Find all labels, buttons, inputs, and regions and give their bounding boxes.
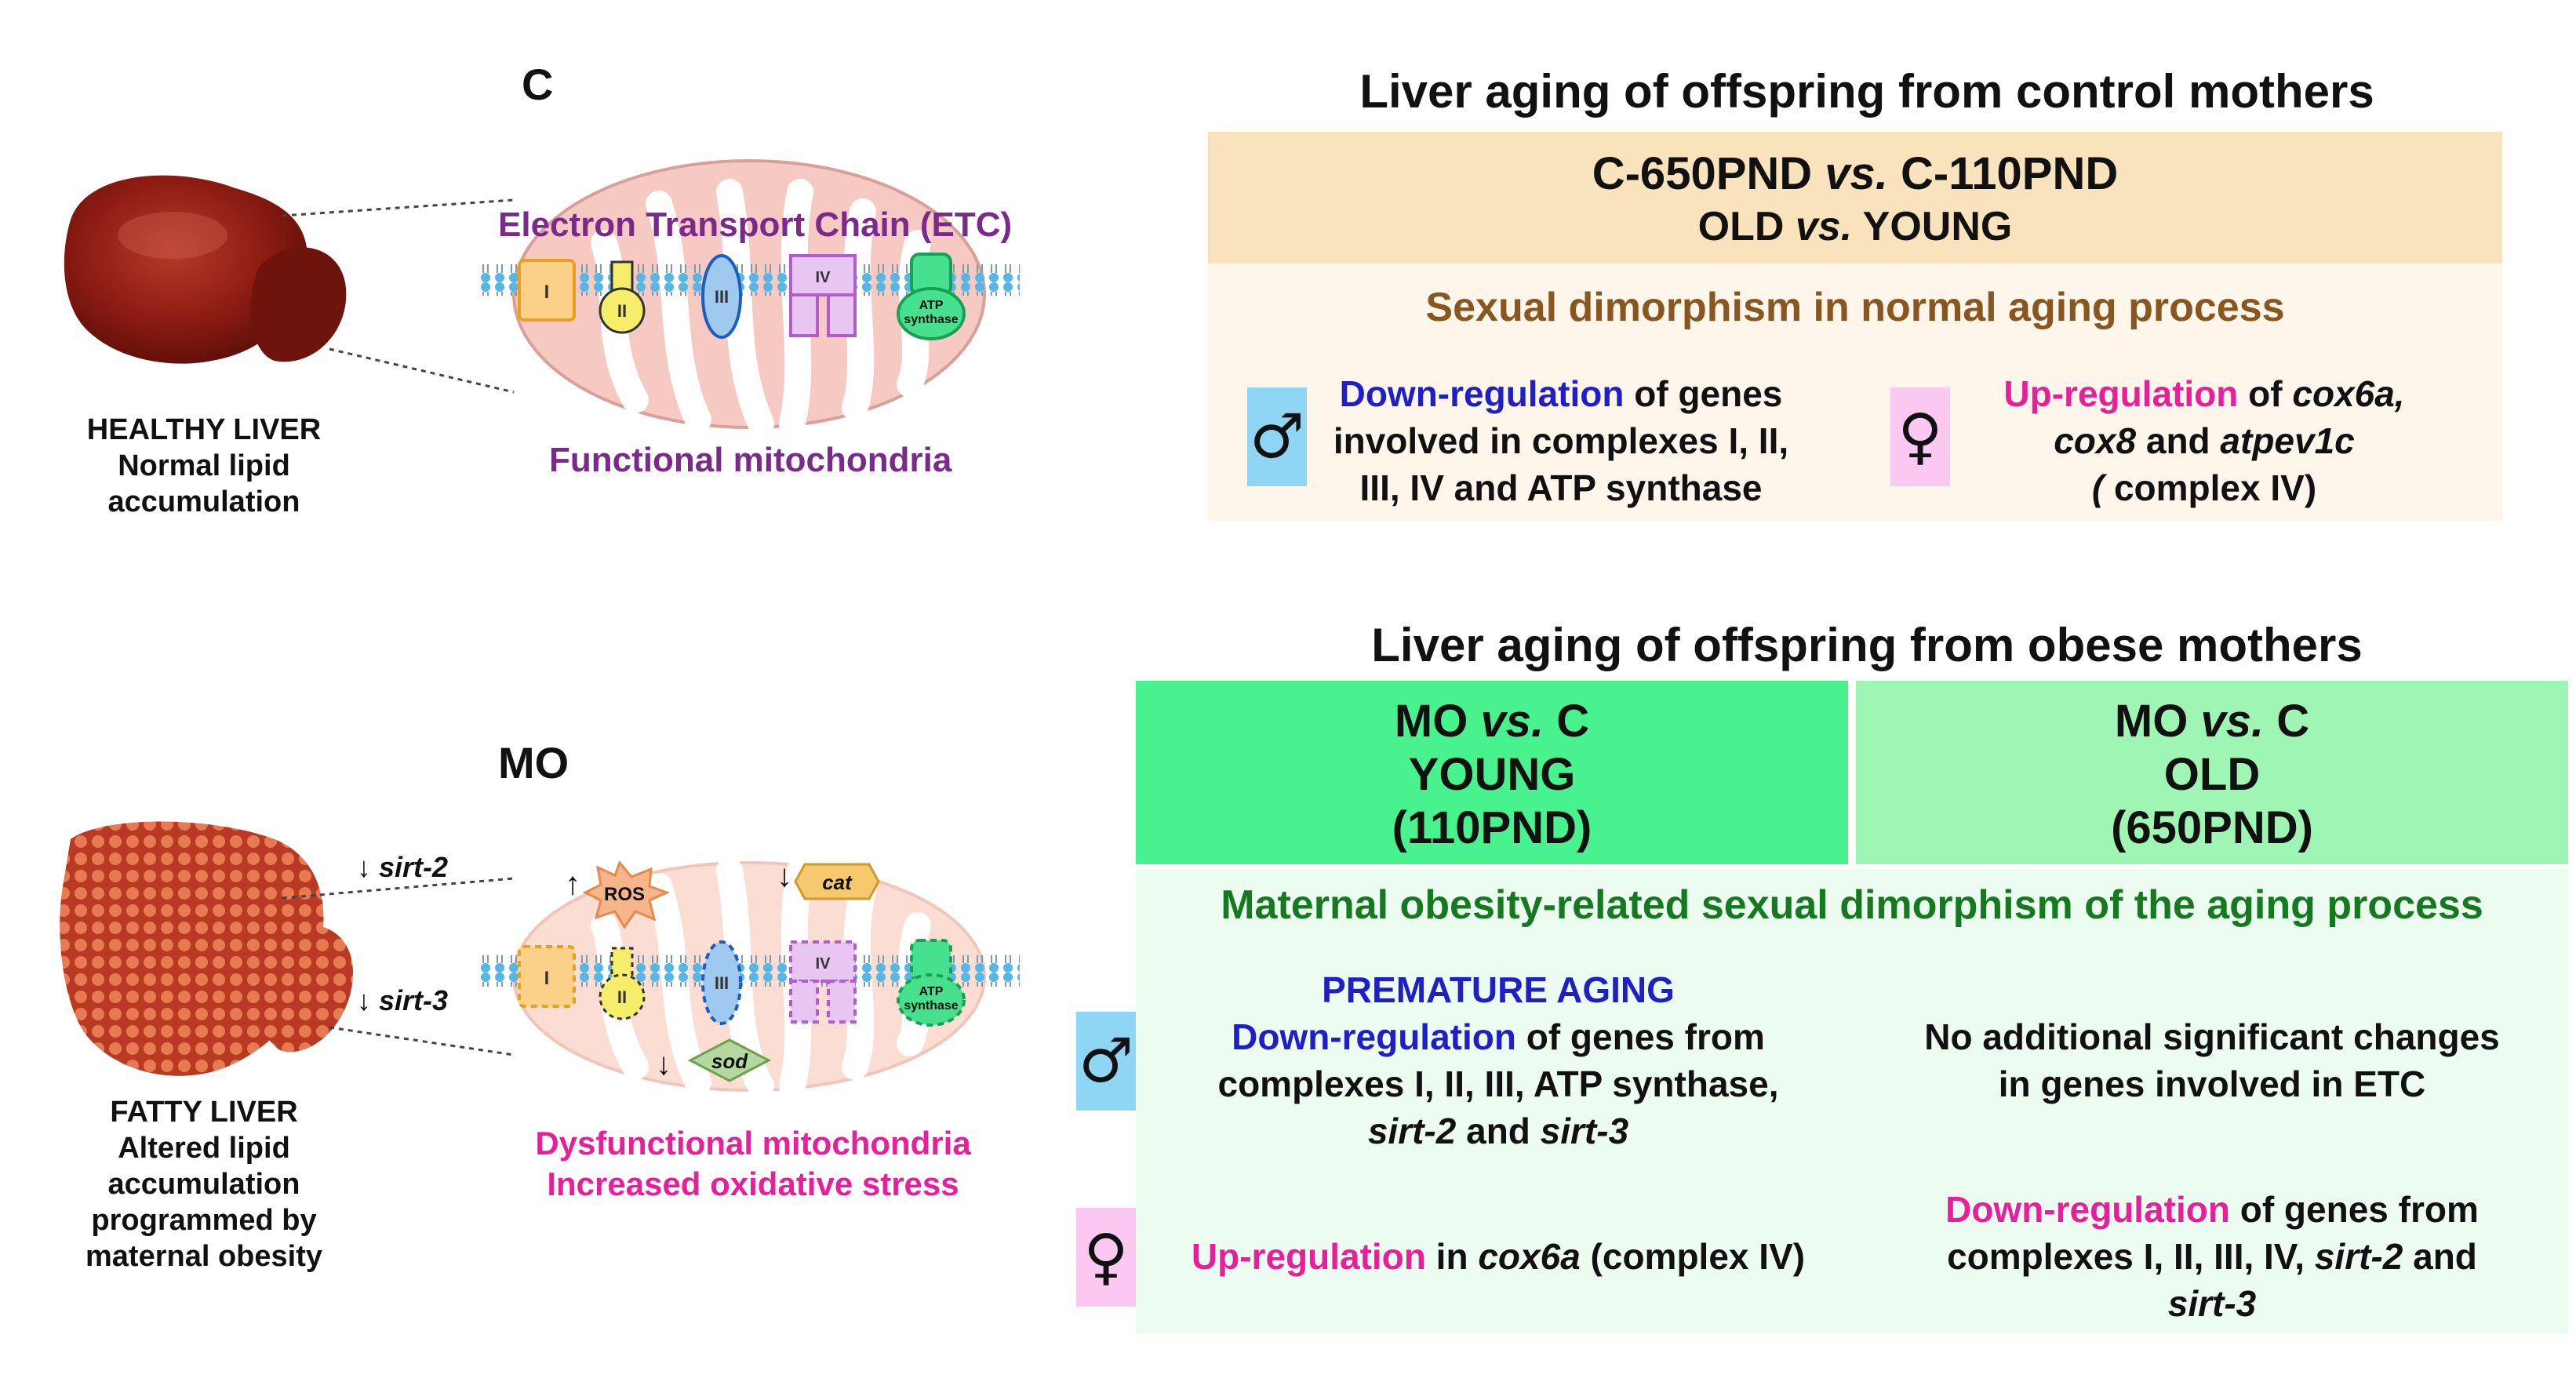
- complex-III-icon: III: [701, 940, 742, 1025]
- mo-old-male-finding: No additional significant changes in gen…: [1924, 1016, 2500, 1104]
- fatty-liver-image: [60, 821, 353, 1076]
- oxidative-stress-markers: ↑ ROS ↓ cat ↓ sod: [565, 859, 880, 1082]
- control-female-finding: Up-regulation of cox6a, cox8 and atpev1c…: [2003, 373, 2405, 508]
- fatty-liver-line2: Altered lipid: [118, 1132, 290, 1165]
- old-header-line3: (650PND): [2111, 802, 2313, 853]
- fatty-liver-heading: FATTY LIVER: [110, 1096, 298, 1129]
- fatty-liver-line5: maternal obesity: [86, 1240, 322, 1273]
- control-findings-box: [1208, 264, 2502, 521]
- female-symbol-icon: ♀: [1890, 387, 1950, 486]
- old-comparison-header: MO vs. C OLD (650PND): [1856, 681, 2568, 864]
- catalase-icon: ↓ cat: [777, 859, 880, 900]
- male-symbol-icon-2: ♂: [1076, 1012, 1136, 1111]
- mo-young-male-finding: PREMATURE AGING Down-regulation of genes…: [1153, 966, 1843, 1154]
- down-arrow-icon: ↓: [357, 851, 371, 883]
- atp-synthase-icon: ATP synthase: [897, 939, 966, 1027]
- sirt2-label: sirt-2: [379, 851, 449, 883]
- dysfunctional-mitochondria-label: Dysfunctional mitochondria Increased oxi…: [502, 1123, 1004, 1205]
- mo-young-female-finding: Up-regulation in cox6a (complex IV): [1191, 1236, 1806, 1277]
- premature-aging-heading: PREMATURE AGING: [1322, 969, 1675, 1010]
- dysfunctional-line2: Increased oxidative stress: [547, 1165, 959, 1202]
- etc-complexes-healthy: I II III IV ATP synthase: [518, 253, 966, 340]
- control-findings-subtitle: Sexual dimorphism in normal aging proces…: [1425, 285, 2285, 330]
- cat-text: cat: [822, 871, 853, 894]
- down-arrow-icon: ↓: [357, 984, 371, 1016]
- obese-findings-subtitle: Maternal obesity-related sexual dimorphi…: [1221, 882, 2483, 928]
- healthy-liver-caption: HEALTHY LIVER Normal lipid accumulation: [47, 412, 361, 520]
- obese-findings-box: [1136, 869, 2568, 1333]
- control-comparison-line1: C-650PND vs. C-110PND: [1592, 148, 2119, 199]
- svg-text:III: III: [715, 287, 729, 307]
- male-symbol-icon: ♂: [1247, 387, 1307, 486]
- svg-text:synthase: synthase: [904, 999, 958, 1013]
- svg-text:synthase: synthase: [904, 313, 958, 326]
- etc-complexes-dysfunctional: I II III IV ATP synthase: [518, 939, 966, 1027]
- control-male-finding: Down-regulation of genes involved in com…: [1333, 373, 1789, 508]
- superoxide-dismutase-icon: ↓ sod: [656, 1038, 772, 1082]
- obese-panel-title: Liver aging of offspring from obese moth…: [1371, 619, 2363, 671]
- svg-text:II: II: [617, 301, 627, 321]
- control-panel-title: Liver aging of offspring from control mo…: [1359, 65, 2374, 118]
- sod-text: sod: [711, 1049, 748, 1073]
- mo-group-label: MO: [498, 738, 569, 787]
- sirt3-marker: ↓ sirt-3: [357, 984, 448, 1017]
- ros-burst-icon: ↑ ROS: [565, 860, 670, 929]
- young-header-line3: (110PND): [1392, 802, 1592, 853]
- fatty-liver-line4: programmed by: [91, 1204, 317, 1237]
- svg-text:II: II: [617, 987, 627, 1007]
- control-group-label: C: [522, 60, 554, 109]
- functional-mitochondria-label: Functional mitochondria: [549, 441, 952, 479]
- svg-text:IV: IV: [816, 269, 831, 286]
- svg-text:ATP: ATP: [919, 985, 944, 998]
- healthy-liver-line3: accumulation: [107, 485, 300, 518]
- atp-synthase-icon: ATP synthase: [897, 253, 966, 340]
- fatty-liver-caption: FATTY LIVER Altered lipid accumulation p…: [31, 1094, 377, 1274]
- old-header-line1: MO vs. C: [2114, 696, 2310, 747]
- etc-title: Electron Transport Chain (ETC): [498, 205, 1013, 244]
- svg-text:III: III: [715, 973, 729, 993]
- old-header-line2: OLD: [2163, 749, 2261, 800]
- complex-I-icon: I: [518, 259, 576, 322]
- svg-text:I: I: [544, 282, 550, 303]
- svg-text:I: I: [544, 968, 550, 989]
- ros-text: ROS: [604, 884, 645, 905]
- young-comparison-header: MO vs. C YOUNG (110PND): [1136, 681, 1848, 864]
- young-header-line2: YOUNG: [1408, 749, 1576, 800]
- complex-III-icon: III: [701, 254, 742, 339]
- complex-IV-icon: IV: [789, 254, 857, 337]
- control-comparison-header: C-650PND vs. C-110PND OLD vs. YOUNG: [1208, 132, 2502, 264]
- mo-old-female-finding: Down-regulation of genes from complexes …: [1945, 1189, 2479, 1324]
- complex-I-icon: I: [518, 945, 576, 1008]
- control-comparison-line2: OLD vs. YOUNG: [1697, 204, 2013, 249]
- sirt2-marker: ↓ sirt-2: [357, 851, 448, 884]
- healthy-liver-image: [64, 175, 347, 364]
- svg-text:IV: IV: [816, 955, 831, 973]
- female-symbol-icon-2: ♀: [1076, 1208, 1136, 1307]
- healthy-liver-heading: HEALTHY LIVER: [86, 413, 322, 446]
- young-header-line1: MO vs. C: [1394, 696, 1590, 747]
- dysfunctional-line1: Dysfunctional mitochondria: [535, 1125, 971, 1162]
- healthy-liver-line2: Normal lipid: [118, 449, 290, 482]
- fatty-liver-line3: accumulation: [107, 1168, 300, 1201]
- svg-text:↑: ↑: [565, 867, 580, 901]
- complex-IV-icon: IV: [789, 940, 857, 1024]
- sirt3-label: sirt-3: [379, 984, 449, 1016]
- svg-text:ATP: ATP: [919, 299, 944, 312]
- svg-text:↓: ↓: [777, 859, 792, 893]
- svg-text:↓: ↓: [656, 1047, 671, 1082]
- complex-II-icon: II: [599, 260, 646, 334]
- complex-II-icon: II: [599, 947, 646, 1020]
